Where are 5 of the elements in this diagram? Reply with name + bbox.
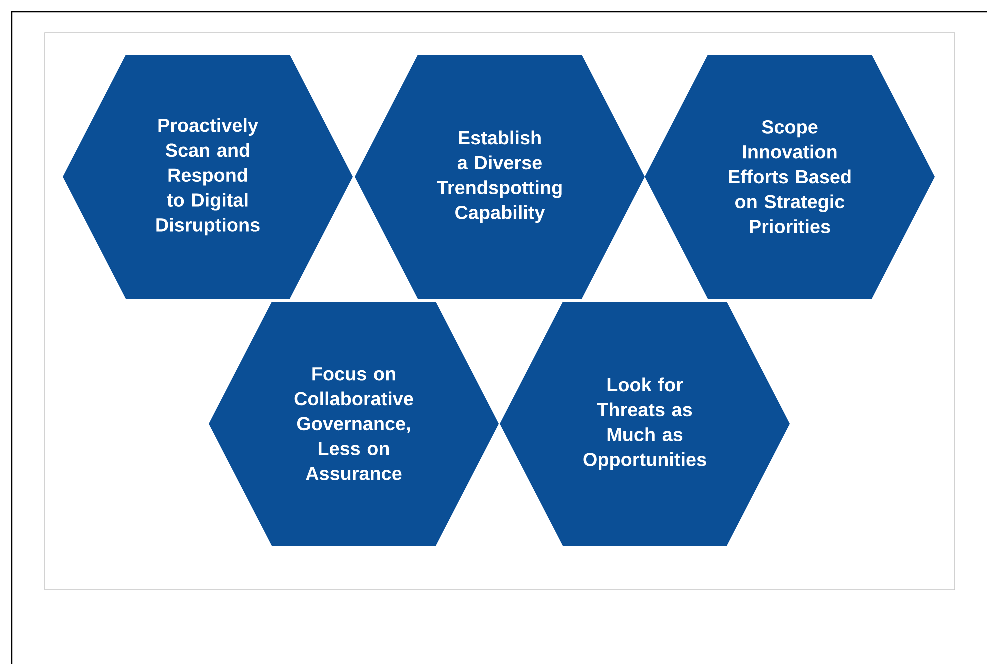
hexagon: Focus on Collaborative Governance, Less on Assurance (209, 302, 499, 546)
hexagon: Look for Threats as Much as Opportunities (500, 302, 790, 546)
hexagon: Proactively Scan and Respond to Digital Disruptions (63, 55, 353, 299)
hexagon: Establish a Diverse Trendspotting Capability (355, 55, 645, 299)
hexagon: Scope Innovation Efforts Based on Strategic Priorities (645, 55, 935, 299)
